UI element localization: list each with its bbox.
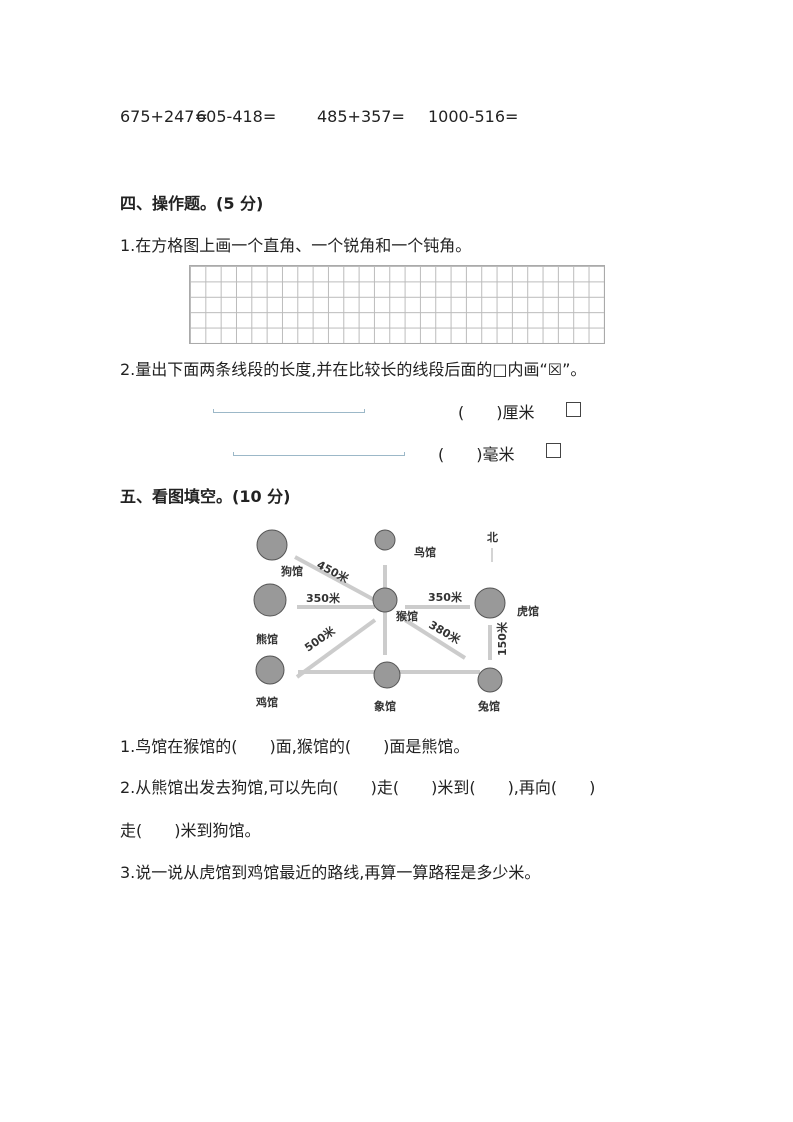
question-5-2b: 走( )米到狗馆。 [120, 821, 261, 840]
line-segment-2 [233, 452, 405, 456]
label-bear: 熊馆 [256, 632, 278, 646]
animal-icons [253, 529, 506, 693]
elephant-icon [373, 661, 401, 689]
label-d-bear: 350米 [306, 591, 341, 605]
label-rabbit: 兔馆 [477, 699, 500, 713]
label-chicken: 鸡馆 [255, 695, 278, 709]
line-segment-1 [213, 409, 365, 413]
bear-icon [253, 583, 287, 617]
tiger-icon [474, 587, 506, 619]
dog-icon [256, 529, 288, 561]
label-d-tiger: 350米 [428, 590, 463, 604]
question-5-3: 3.说一说从虎馆到鸡馆最近的路线,再算一算路程是多少米。 [120, 863, 541, 882]
label-d-rabbit: 380米 [427, 617, 464, 647]
chicken-icon [255, 655, 285, 685]
square-grid [189, 265, 605, 344]
question-5-2a: 2.从熊馆出发去狗馆,可以先向( )走( )米到( ),再向( ) [120, 778, 596, 797]
label-tiger: 虎馆 [517, 604, 539, 618]
question-5-1: 1.鸟馆在猴馆的( )面,猴馆的( )面是熊馆。 [120, 737, 470, 756]
label-d-tiger-rabbit: 150米 [495, 621, 509, 656]
calc-2: 605-418= [196, 107, 277, 126]
label-bird: 鸟馆 [414, 545, 436, 559]
bird-icon [374, 529, 396, 551]
label-elephant: 象馆 [374, 699, 396, 713]
calc-1: 675+247= [120, 107, 208, 126]
monkey-icon [372, 587, 398, 613]
label-dog: 狗馆 [281, 564, 303, 578]
label-monkey: 猴馆 [396, 609, 418, 623]
label-d-dog: 450米 [315, 557, 352, 586]
answer-cm: ( )厘米 [458, 403, 535, 422]
answer-mm: ( )毫米 [438, 445, 515, 464]
question-4-1: 1.在方格图上画一个直角、一个锐角和一个钝角。 [120, 236, 472, 255]
rabbit-icon [477, 667, 503, 693]
question-4-2: 2.量出下面两条线段的长度,并在比较长的线段后面的□内画“☒”。 [120, 360, 587, 379]
checkbox-2[interactable] [546, 443, 561, 458]
paths [294, 555, 492, 679]
section-4-title: 四、操作题。(5 分) [120, 194, 264, 213]
label-north: 北 [487, 530, 498, 544]
calc-4: 1000-516= [428, 107, 519, 126]
section-5-title: 五、看图填空。(10 分) [120, 487, 291, 506]
checkbox-1[interactable] [566, 402, 581, 417]
calc-3: 485+357= [317, 107, 405, 126]
